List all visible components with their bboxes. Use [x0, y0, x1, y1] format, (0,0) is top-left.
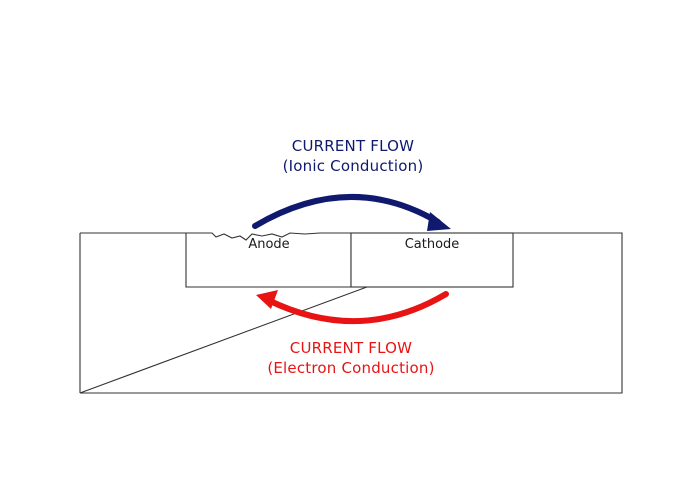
- ionic-current-arc: [252, 193, 441, 229]
- electron-current-arrowhead: [256, 290, 278, 309]
- electron-current-caption: CURRENT FLOW (Electron Conduction): [221, 338, 481, 378]
- ionic-current-caption: CURRENT FLOW (Ionic Conduction): [233, 136, 473, 176]
- anode-label: Anode: [248, 237, 290, 252]
- electrolyte-container: [79, 232, 623, 394]
- electron-current-arc: [265, 291, 449, 324]
- electron-current-title: CURRENT FLOW: [289, 339, 413, 357]
- cathode-block: [350, 232, 514, 288]
- ionic-current-subtitle: (Ionic Conduction): [282, 157, 424, 175]
- cathode-label: Cathode: [404, 237, 460, 252]
- electron-current-subtitle: (Electron Conduction): [267, 359, 435, 377]
- ionic-current-arrowhead: [427, 212, 451, 231]
- ionic-current-title: CURRENT FLOW: [291, 137, 415, 155]
